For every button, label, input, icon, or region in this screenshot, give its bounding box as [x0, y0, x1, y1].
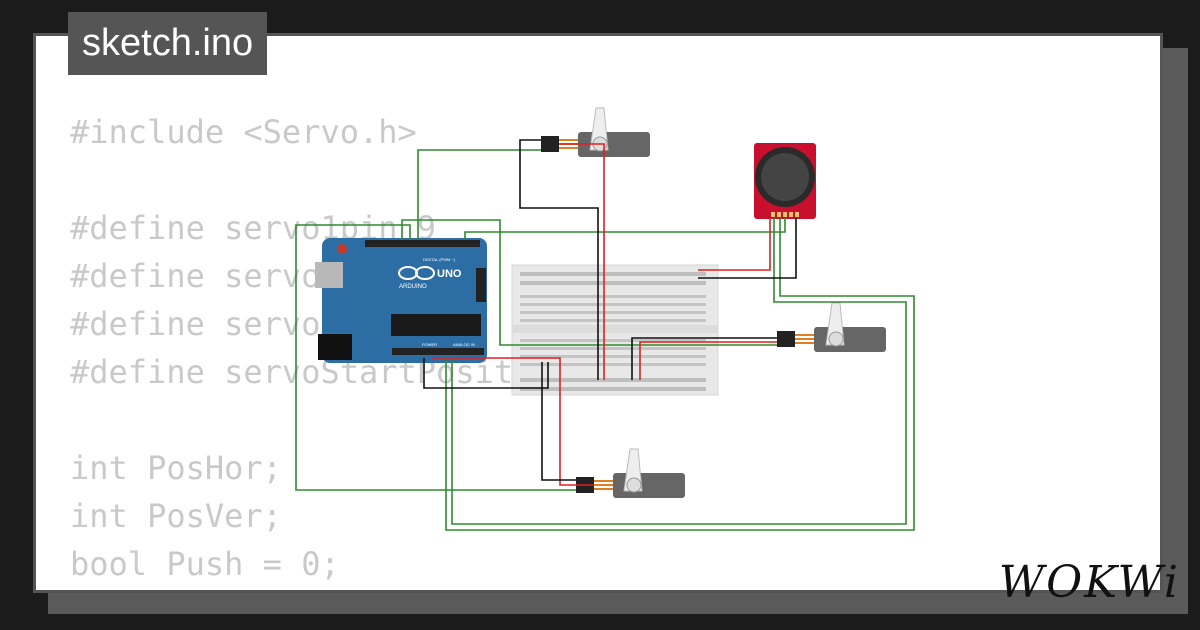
- code-line: int PosHor;: [70, 449, 282, 487]
- file-tab[interactable]: sketch.ino: [68, 12, 268, 75]
- arduino-brand-label: ARDUINO: [399, 284, 427, 290]
- power-pins-label: POWER: [422, 342, 437, 347]
- code-line: #define servo1pin 9: [70, 209, 437, 247]
- servo: [777, 302, 886, 352]
- digital-pins-label: DIGITAL (PWM ~): [423, 257, 456, 262]
- analog-pins-label: ANALOG IN: [453, 342, 475, 347]
- wokwi-logo: WOKWi: [998, 557, 1180, 608]
- arduino-uno: UNO ARDUINO DIGITAL (PWM ~) POWER ANALOG…: [315, 238, 487, 363]
- code-line: #include <Servo.h>: [70, 113, 417, 151]
- arduino-model-label: UNO: [437, 268, 462, 280]
- wires: [295, 139, 915, 531]
- code-line: int PosVer;: [70, 497, 282, 535]
- servo: [576, 448, 685, 498]
- breadboard: [511, 264, 719, 396]
- servo: [541, 107, 650, 157]
- code-line: bool Push = 0;: [70, 545, 340, 583]
- joystick: [754, 143, 816, 219]
